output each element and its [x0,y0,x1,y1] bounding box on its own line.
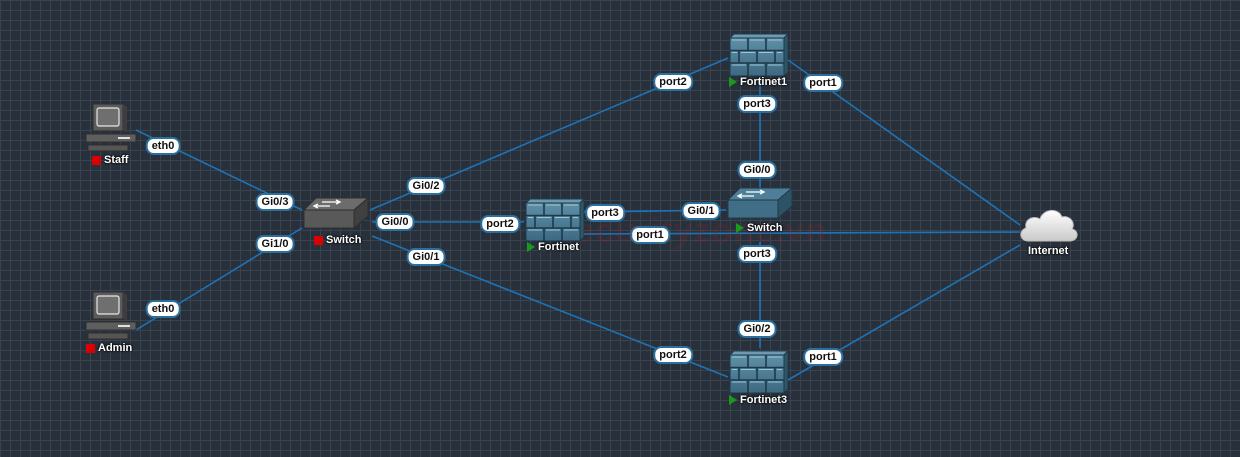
running-status-icon [736,223,744,233]
node-switch2[interactable]: Switch [726,186,794,234]
pc-icon [85,291,137,340]
node-label: Admin [86,342,132,354]
node-fortinet3[interactable] [728,349,790,395]
interface-label[interactable]: Gi0/2 [406,177,446,195]
interface-label[interactable]: Gi0/1 [406,248,446,266]
node-label: Internet [1028,245,1069,257]
firewall-icon [524,197,586,243]
stopped-status-icon [86,343,95,353]
switch-icon [302,196,370,230]
node-fortinet[interactable] [524,197,586,243]
running-status-icon [729,77,737,87]
node-label: Switch [314,234,361,246]
running-status-icon [527,242,535,252]
interface-label[interactable]: Gi1/0 [255,235,295,253]
switch-icon [726,186,794,220]
interface-label[interactable]: port3 [737,245,777,263]
interface-label[interactable]: port3 [585,204,625,222]
interface-label[interactable]: eth0 [145,137,181,155]
interface-label[interactable]: port2 [480,215,520,233]
interface-label[interactable]: port2 [653,346,693,364]
interface-label[interactable]: eth0 [145,300,181,318]
interface-label[interactable]: Gi0/0 [737,161,777,179]
node-label: Fortinet3 [729,394,787,406]
interface-label[interactable]: Gi0/3 [255,193,295,211]
interface-label[interactable]: Gi0/2 [737,320,777,338]
node-label: Staff [92,154,128,166]
interface-label[interactable]: port1 [803,348,843,366]
node-fortinet1[interactable] [728,32,790,78]
firewall-icon [728,32,790,78]
interface-label[interactable]: port2 [653,73,693,91]
node-label: Fortinet1 [729,76,787,88]
stopped-status-icon [314,235,323,245]
node-switch1[interactable]: Switch [302,196,370,246]
interface-label[interactable]: port3 [737,95,777,113]
running-status-icon [729,395,737,405]
node-label: Switch [736,222,782,234]
cloud-icon [1020,210,1078,242]
node-staff[interactable]: Staff [82,102,140,166]
interface-label[interactable]: Gi0/1 [681,202,721,220]
stopped-status-icon [92,155,101,165]
interface-label[interactable]: Gi0/0 [375,213,415,231]
pc-icon [85,103,137,152]
interface-label[interactable]: port1 [803,74,843,92]
node-label: Fortinet [527,241,579,253]
interface-label[interactable]: port1 [630,226,670,244]
node-internet[interactable]: Internet [1018,205,1080,257]
node-admin[interactable]: Admin [82,290,140,354]
firewall-icon [728,349,790,395]
